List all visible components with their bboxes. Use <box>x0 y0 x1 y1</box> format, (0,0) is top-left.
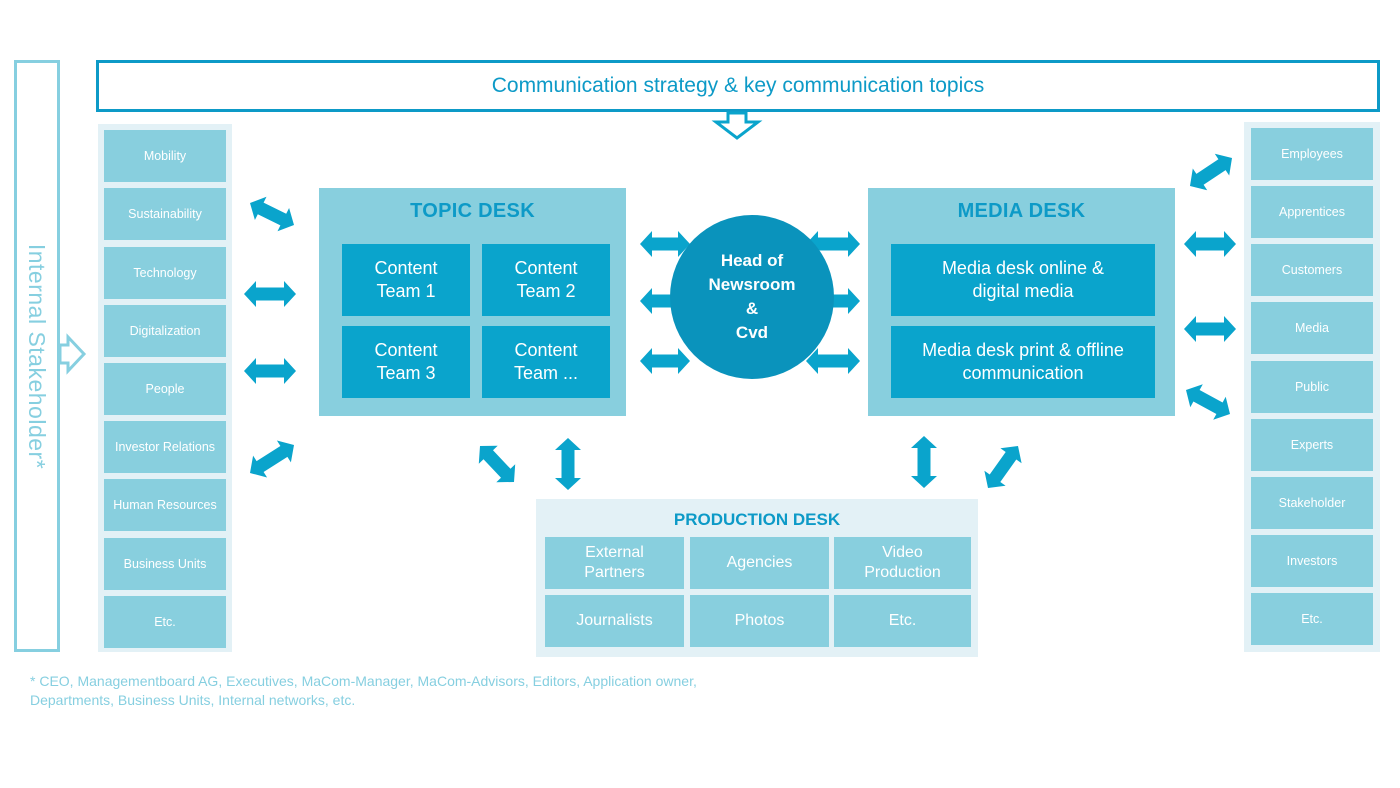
bidirectional-arrow <box>244 281 296 307</box>
media-desk-title: MEDIA DESK <box>957 200 1086 222</box>
bidirectional-arrow <box>1184 231 1236 257</box>
topic-tile: Technology <box>104 247 226 299</box>
bidirectional-arrow <box>640 231 690 257</box>
content-team-box: Content Team 3 <box>342 326 470 398</box>
production-box: Etc. <box>834 595 971 647</box>
audience-tile: Public <box>1251 361 1373 413</box>
topic-tile: Sustainability <box>104 188 226 240</box>
production-box: Video Production <box>834 537 971 589</box>
bidirectional-arrow <box>478 445 516 483</box>
strategy-title: Communication strategy & key communicati… <box>491 74 985 97</box>
newsroom-hub: Head of Newsroom & Cvd <box>670 215 834 379</box>
media-desk-box: Media desk online & digital media <box>891 244 1155 316</box>
bidirectional-arrow <box>911 436 937 488</box>
production-box: Photos <box>690 595 829 647</box>
bidirectional-arrow <box>640 348 690 374</box>
production-box: Agencies <box>690 537 829 589</box>
strategy-banner: Communication strategy & key communicati… <box>96 60 1380 112</box>
production-desk-title: PRODUCTION DESK <box>673 510 841 529</box>
audience-tile: Experts <box>1251 419 1373 471</box>
audience-tile: Stakeholder <box>1251 477 1373 529</box>
audience-tile: Employees <box>1251 128 1373 180</box>
bidirectional-arrow <box>1186 384 1230 420</box>
media-desk-box: Media desk print & offline communication <box>891 326 1155 398</box>
topic-tile: Mobility <box>104 130 226 182</box>
bidirectional-arrow <box>1184 316 1236 342</box>
bidirectional-arrow <box>984 446 1022 488</box>
topic-tile: Digitalization <box>104 305 226 357</box>
internal-stakeholder-arrow <box>58 333 87 375</box>
production-box: External Partners <box>545 537 684 589</box>
bidirectional-arrow <box>1190 153 1232 191</box>
bidirectional-arrow <box>244 358 296 384</box>
bidirectional-arrow <box>806 348 860 374</box>
topic-tile: Investor Relations <box>104 421 226 473</box>
footnote: * CEO, Managementboard AG, Executives, M… <box>30 673 697 708</box>
bidirectional-arrow <box>250 196 294 232</box>
audience-tile: Customers <box>1251 244 1373 296</box>
audience-tile: Apprentices <box>1251 186 1373 238</box>
content-team-box: Content Team 1 <box>342 244 470 316</box>
topic-desk-title: TOPIC DESK <box>410 200 535 222</box>
topic-tile: People <box>104 363 226 415</box>
bidirectional-arrow <box>555 438 581 490</box>
audience-tile: Investors <box>1251 535 1373 587</box>
strategy-down-arrow <box>711 111 763 140</box>
topic-tile: Business Units <box>104 538 226 590</box>
bidirectional-arrow <box>250 440 294 478</box>
production-box: Journalists <box>545 595 684 647</box>
topic-tile: Human Resources <box>104 479 226 531</box>
audience-tile: Media <box>1251 302 1373 354</box>
content-team-box: Content Team 2 <box>482 244 610 316</box>
content-team-box: Content Team ... <box>482 326 610 398</box>
audience-tile: Etc. <box>1251 593 1373 645</box>
topic-tile: Etc. <box>104 596 226 648</box>
